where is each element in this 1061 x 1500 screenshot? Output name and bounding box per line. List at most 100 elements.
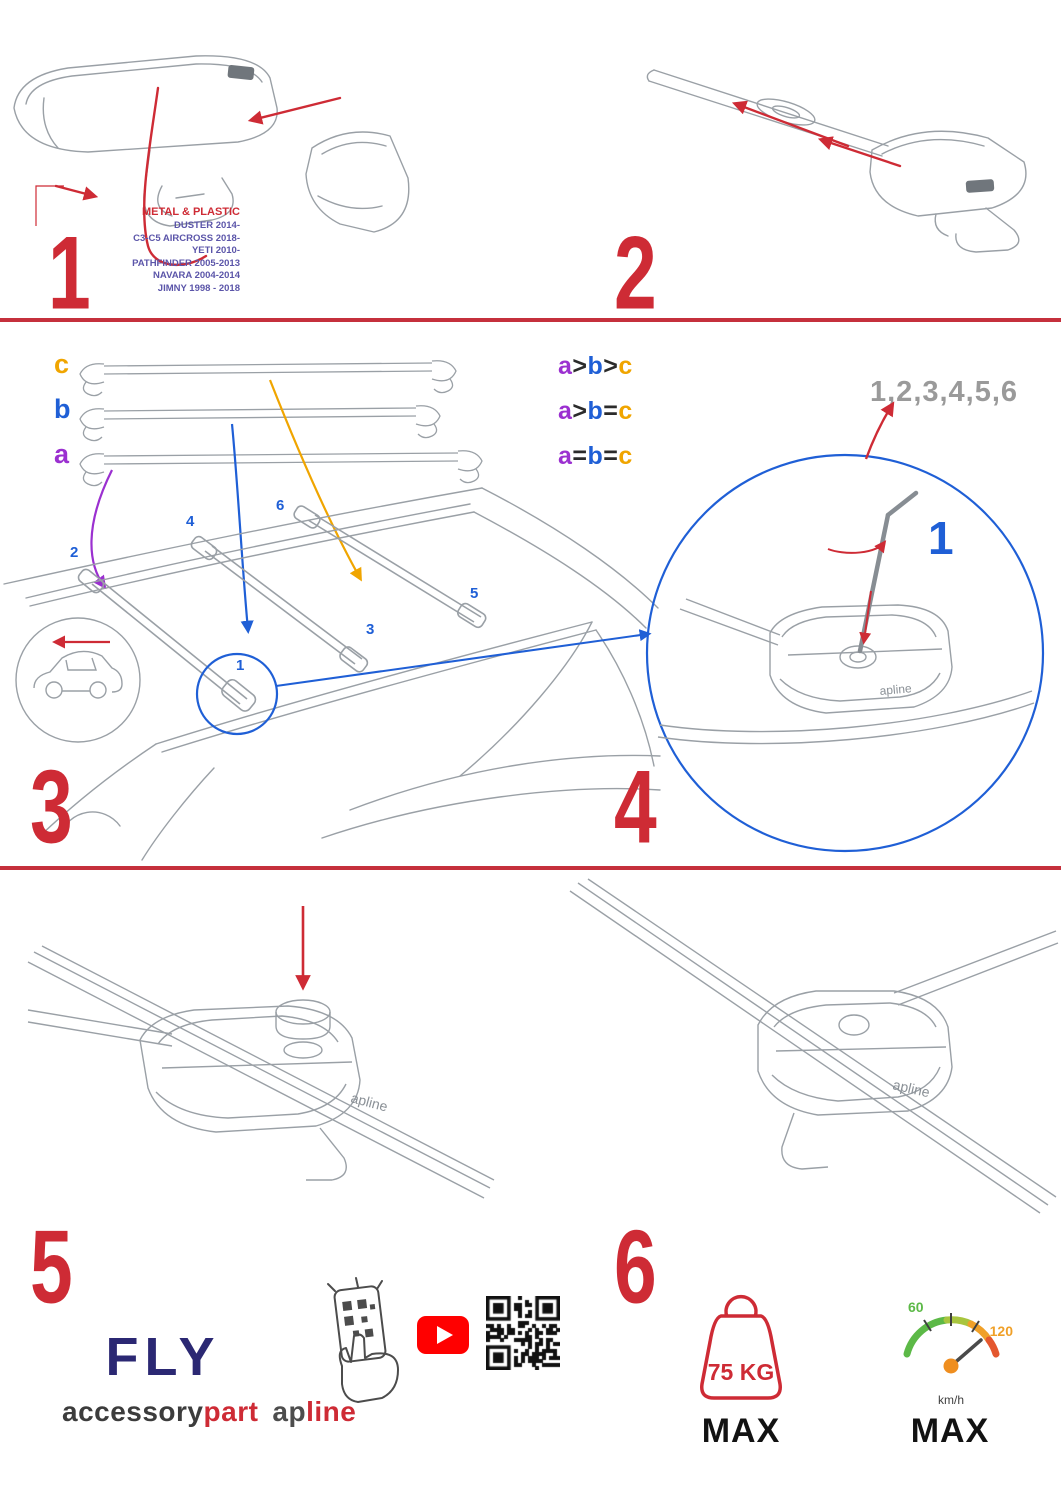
step-number-3: 3	[30, 749, 73, 866]
step5-drawing: apline	[27, 906, 495, 1199]
position-3: 3	[366, 621, 375, 638]
qr-code	[486, 1296, 560, 1370]
bar-label-b: b	[54, 394, 71, 424]
legend-c: c	[618, 352, 633, 380]
vehicle-item: C3-C5 AIRCROSS 2018-	[133, 232, 240, 244]
insert-arrow	[859, 590, 872, 645]
vehicle-compat-list: METAL & PLASTIC DUSTER 2014- C3-C5 AIRCR…	[100, 206, 240, 295]
foot-on-rail-outline	[569, 878, 1059, 1214]
weight-outline	[700, 1294, 782, 1400]
weight-value: 75 KG	[708, 1359, 774, 1385]
material-label: METAL & PLASTIC	[142, 206, 240, 218]
speed-high-label: 120	[990, 1323, 1014, 1339]
car-inset	[15, 617, 141, 743]
legend-op: =	[603, 442, 619, 470]
position1-circle	[195, 652, 279, 736]
brand-badge	[227, 64, 255, 81]
step1-leader-line	[35, 185, 64, 226]
phone-qr-pixels	[342, 1299, 376, 1338]
legend-c: c	[618, 397, 633, 425]
sequence-arrow	[864, 401, 895, 460]
speed-unit-label: km/h	[938, 1393, 964, 1407]
knob	[275, 999, 331, 1025]
bar-label-a: a	[54, 439, 70, 469]
step-number-1: 1	[48, 215, 91, 332]
phone-hand-outline	[327, 1277, 399, 1403]
crossbar-end-outline	[646, 69, 1027, 253]
speedometer-icon: 60 120 km/h	[903, 1299, 1014, 1407]
crossbar-b	[79, 405, 441, 442]
position-2: 2	[70, 544, 79, 561]
legend-row-2: a>b=c	[558, 397, 633, 442]
zoom-callout-arrow	[275, 629, 652, 687]
legend-a: a	[558, 397, 573, 425]
foot-knob-outline	[27, 945, 495, 1199]
gauge-ticks	[923, 1313, 980, 1333]
brand-accessory: accessory	[62, 1396, 204, 1427]
legend-a: a	[558, 442, 573, 470]
legend-b: b	[587, 442, 604, 470]
brand-line: line	[306, 1396, 357, 1427]
roof-diagram	[3, 360, 661, 861]
position-4: 4	[186, 513, 195, 530]
zoom-detail-drawing: apline	[645, 401, 1045, 853]
legend-c: c	[618, 442, 633, 470]
brand-mark-text: apline	[879, 681, 912, 698]
step1-drawing	[13, 55, 410, 267]
step2-drawing	[646, 69, 1027, 253]
brand-mark-text: apline	[349, 1089, 389, 1114]
legend-op: >	[603, 352, 619, 380]
step6-drawing: apline	[569, 878, 1059, 1214]
gauge-hub	[943, 1358, 959, 1374]
weight-limit-icon: 75 KG	[700, 1294, 782, 1400]
vehicle-item: JIMNY 1998 - 2018	[157, 282, 240, 294]
zoom-circle	[645, 453, 1045, 853]
legend-a: a	[558, 352, 573, 380]
position-6: 6	[276, 497, 285, 514]
position-1: 1	[236, 657, 245, 674]
crossbar-a	[79, 450, 483, 487]
weight-max-label: MAX	[701, 1412, 781, 1450]
step-number-5: 5	[30, 1209, 73, 1326]
legend-op: >	[572, 397, 588, 425]
sequence-label: 1,2,3,4,5,6	[870, 376, 1019, 408]
first-position-label: 1	[928, 512, 954, 564]
gauge-arcs	[903, 1316, 1000, 1358]
foot-top-view	[657, 598, 1035, 745]
roof-crossbars	[77, 505, 487, 712]
red-highlight-arrows	[54, 86, 342, 267]
section-divider-1	[0, 318, 1061, 322]
allen-key	[857, 490, 919, 654]
position-5: 5	[470, 585, 479, 602]
legend-op: =	[603, 397, 619, 425]
vehicle-item: YETI 2010-	[191, 245, 240, 256]
section-divider-2	[0, 866, 1061, 870]
slide-arrows	[731, 100, 902, 168]
speed-low-label: 60	[908, 1299, 924, 1315]
length-legend: a>b>c a>b=c a=b=c	[558, 352, 633, 487]
legend-b: b	[587, 397, 604, 425]
fly-logo: FLY	[105, 1327, 221, 1387]
vehicle-item: DUSTER 2014-	[174, 220, 240, 231]
brand-part: part	[203, 1396, 259, 1427]
step-number-4: 4	[614, 749, 657, 866]
legend-row-1: a>b>c	[558, 352, 633, 397]
brand-ap: ap	[272, 1396, 307, 1427]
vehicle-item: NAVARA 2004-2014	[153, 270, 240, 281]
legend-row-3: a=b=c	[558, 442, 633, 487]
speed-max-label: MAX	[910, 1412, 990, 1450]
vehicle-item: PATHFINDER 2005-2013	[132, 257, 240, 269]
step-number-2: 2	[614, 215, 657, 332]
legend-op: >	[572, 352, 588, 380]
play-icon	[437, 1326, 453, 1344]
crossbar-c	[79, 360, 457, 397]
youtube-icon	[417, 1316, 469, 1354]
legend-op: =	[572, 442, 588, 470]
car-roof-outline	[3, 487, 661, 861]
legend-b: b	[587, 352, 604, 380]
bar-label-c: c	[54, 349, 70, 379]
step-number-6: 6	[614, 1209, 657, 1326]
rotate-arrow	[827, 540, 887, 554]
brand-badge	[965, 179, 995, 193]
